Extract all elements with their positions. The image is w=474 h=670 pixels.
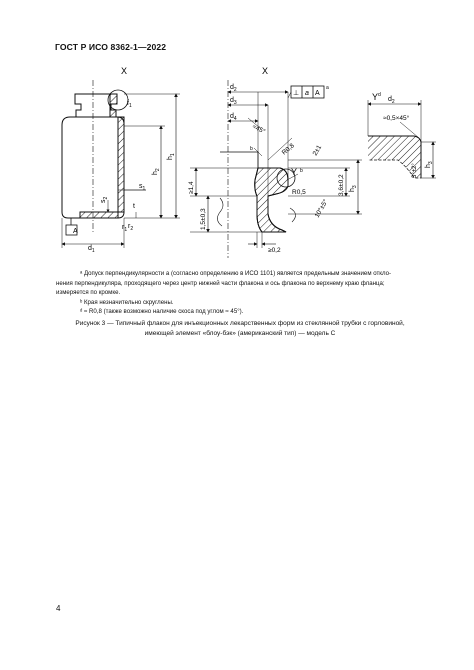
dim-ge14: ≥1,4 bbox=[188, 181, 195, 194]
label-r2: r2 bbox=[128, 223, 133, 232]
chamfer-label: ≈0,5×45° bbox=[383, 114, 410, 122]
standard-header: ГОСТ Р ИСО 8362-1—2022 bbox=[55, 42, 167, 52]
label-s1: s1 bbox=[139, 183, 146, 192]
angle-45: ≈45° bbox=[251, 123, 267, 136]
label-d1: d1 bbox=[88, 245, 95, 254]
figure-notes: ᵃ Допуск перпендикулярности a (согласно … bbox=[56, 269, 424, 317]
note-a-line3: измеряется по кромке. bbox=[56, 289, 121, 297]
label-r1: r1 bbox=[122, 224, 127, 233]
label-f1: f1 bbox=[127, 100, 132, 109]
flange-section-view bbox=[190, 80, 362, 258]
dim-15: 1,5±0,3 bbox=[200, 208, 207, 230]
label-h1: h1 bbox=[167, 153, 176, 160]
detail-y-label: Y bbox=[291, 167, 297, 177]
note-a-line1: ᵃ Допуск перпендикулярности a (согласно … bbox=[80, 270, 392, 277]
label-d4: d4 bbox=[230, 113, 237, 122]
radius-r08: R0,8 bbox=[281, 142, 296, 156]
label-d3: d3 bbox=[230, 97, 237, 106]
tolerance-note-a: a bbox=[326, 85, 329, 91]
dim-3-6: 3,6±0,2 bbox=[338, 174, 345, 196]
note-a-line2: нения перпендикуляра, проходящего через … bbox=[56, 279, 385, 287]
page-number: 4 bbox=[56, 604, 61, 613]
caption-line2: имеющей элемент «блоу-бэк» (американский… bbox=[144, 329, 336, 337]
label-d2-mid: d2 bbox=[230, 84, 237, 93]
view-label-x-mid: X bbox=[262, 66, 268, 76]
dim-2pm1: 2±1 bbox=[312, 144, 324, 157]
figure-caption: Рисунок 3 — Типичный флакон для инъекцио… bbox=[56, 319, 424, 338]
label-d2-right: d2 bbox=[388, 96, 395, 105]
note-b: ᵇ Края незначительно скруглены. bbox=[80, 298, 174, 306]
view-label-y-right: Yd bbox=[372, 92, 381, 102]
label-h3-right: h3 bbox=[425, 161, 434, 168]
tolerance-datum-a: A bbox=[315, 90, 320, 97]
tolerance-a: a bbox=[305, 90, 309, 97]
caption-line1: Рисунок 3 — Типичный флакон для инъекцио… bbox=[75, 320, 405, 327]
dim-10pm5: 10°±5° bbox=[313, 198, 330, 219]
perp-symbol: ⊥ bbox=[293, 90, 299, 97]
dim-ge02: ≥0,2 bbox=[268, 247, 281, 254]
label-h3-mid: h3 bbox=[349, 185, 358, 192]
view-label-x-left: X bbox=[121, 66, 127, 76]
note-b-2: b bbox=[300, 168, 303, 174]
label-s2: s2 bbox=[100, 197, 109, 204]
vial-side-view bbox=[61, 80, 180, 248]
label-t: t bbox=[133, 203, 135, 210]
detail-y-view bbox=[367, 100, 436, 179]
note-b-1: b bbox=[250, 146, 253, 152]
label-h2: h2 bbox=[152, 168, 161, 175]
angle-3pm2: 3°±2° bbox=[412, 163, 418, 178]
datum-a-label: A bbox=[73, 228, 78, 235]
radius-r05: R0,5 bbox=[292, 189, 306, 196]
note-d: ᵈ ≈ R0,8 (также возможно наличие скоса п… bbox=[80, 308, 244, 316]
